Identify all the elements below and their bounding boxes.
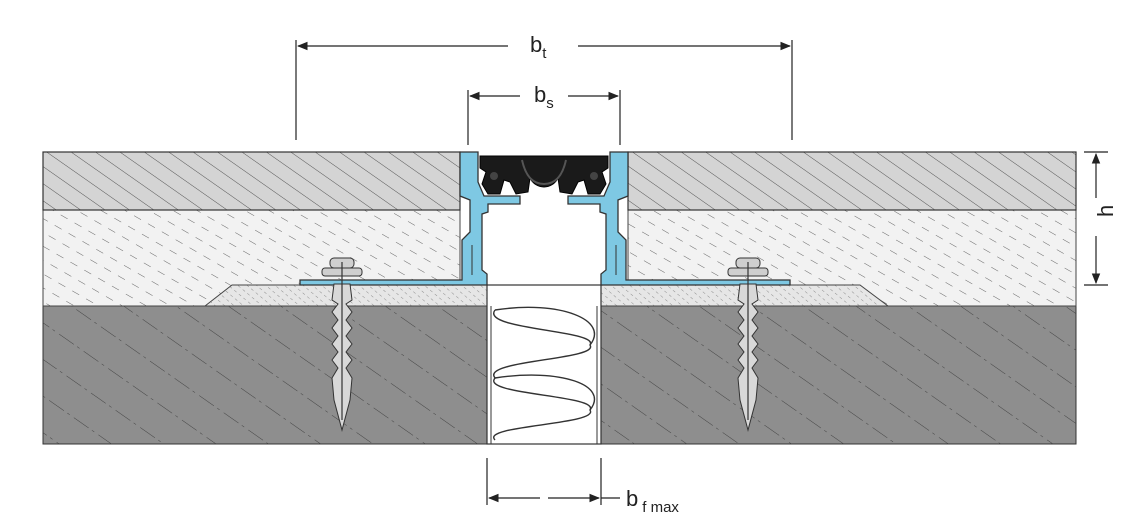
dimension-h: h bbox=[1084, 151, 1118, 286]
aluminium-profile bbox=[299, 151, 791, 286]
anchor-right bbox=[727, 257, 769, 432]
screed-layer bbox=[42, 151, 1077, 211]
rubber-seal-insert bbox=[479, 155, 609, 195]
dimension-label-bs: bs bbox=[534, 82, 554, 112]
dimension-bt: bt bbox=[295, 32, 793, 140]
dimension-label-bt: bt bbox=[530, 32, 547, 62]
dimension-label-h: h bbox=[1093, 205, 1118, 217]
dimension-bs: bs bbox=[467, 82, 621, 145]
anchor-left bbox=[321, 257, 363, 432]
concrete-substrate bbox=[42, 305, 1077, 445]
joint-filler bbox=[486, 284, 602, 445]
